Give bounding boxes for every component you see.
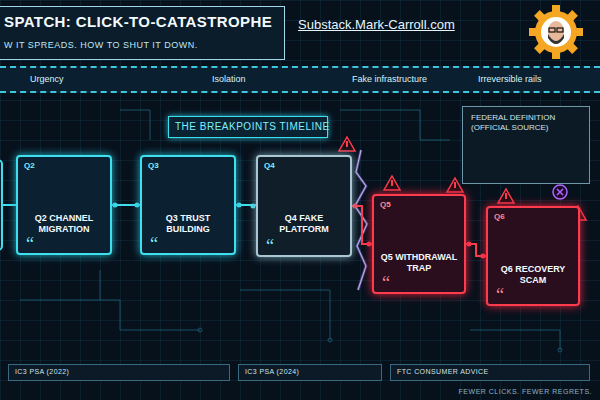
definition-panel: FEDERAL DEFINITION (OFFICIAL SOURCE) <box>462 106 590 184</box>
logo <box>529 5 583 59</box>
stage-title: Q2 CHANNEL MIGRATION <box>23 213 105 235</box>
timeline-connector <box>352 204 372 247</box>
factor-band: Urgency Isolation Fake infrastructure Irrev… <box>0 66 600 93</box>
stage-card: Q6 Q6 RECOVERY SCAM“ <box>486 206 580 306</box>
source-box: FTC CONSUMER ADVICE <box>390 364 590 381</box>
factor-label: Irreversible rails <box>478 74 542 84</box>
quote-mark: “ <box>382 274 390 292</box>
stage-tag: Q5 <box>380 200 391 209</box>
stage-card: Q2 Q2 CHANNEL MIGRATION“ <box>16 155 112 255</box>
source-label: IC3 PSA (2024) <box>245 368 375 375</box>
source-label: IC3 PSA (2022) <box>15 368 223 375</box>
timeline-connector <box>236 203 256 209</box>
partial-card <box>0 160 2 250</box>
factor-label: Urgency <box>30 74 64 84</box>
quote-mark: “ <box>496 286 504 304</box>
stage-title: Q4 FAKE PLATFORM <box>263 213 345 235</box>
timeline-connector <box>466 242 486 259</box>
stage-title: Q3 TRUST BUILDING <box>147 213 229 235</box>
factor-label: Fake infrastructure <box>352 74 427 84</box>
site-url: Substack.Mark-Carroll.com <box>298 17 455 32</box>
factor-label: Isolation <box>212 74 246 84</box>
subtitle: W IT SPREADS. HOW TO SHUT IT DOWN. <box>4 40 274 50</box>
title: SPATCH: CLICK-TO-CATASTROPHE <box>4 13 272 30</box>
quote-mark: “ <box>266 237 274 255</box>
stage-title: Q6 RECOVERY SCAM <box>493 264 573 286</box>
stage-title: Q5 WITHDRAWAL TRAP <box>379 252 459 274</box>
stage-tag: Q2 <box>24 161 35 170</box>
stage-card: Q5 Q5 WITHDRAWAL TRAP“ <box>372 194 466 294</box>
section-label: THE BREAKPOINTS TIMELINE <box>168 116 328 138</box>
section-title: THE BREAKPOINTS TIMELINE <box>175 121 321 132</box>
panel-heading: FEDERAL DEFINITION (OFFICIAL SOURCE) <box>471 113 581 134</box>
quote-mark: “ <box>26 235 34 253</box>
timeline-connector <box>112 203 140 208</box>
stage-card: Q3 Q3 TRUST BUILDING“ <box>140 155 236 255</box>
source-label: FTC CONSUMER ADVICE <box>397 368 583 375</box>
stage-tag: Q6 <box>494 212 505 221</box>
quote-mark: “ <box>150 235 158 253</box>
footer-note: FEWER CLICKS. FEWER REGRETS. <box>459 388 592 395</box>
source-box: IC3 PSA (2024) <box>238 364 382 381</box>
timeline-line <box>2 204 16 206</box>
stage-tag: Q4 <box>264 161 275 170</box>
stage-card: Q4 Q4 FAKE PLATFORM “ <box>256 155 352 257</box>
stage-tag: Q3 <box>148 161 159 170</box>
title-panel: SPATCH: CLICK-TO-CATASTROPHE W IT SPREADS… <box>0 6 285 60</box>
purple-badge <box>553 185 567 199</box>
source-box: IC3 PSA (2022) <box>8 364 230 381</box>
